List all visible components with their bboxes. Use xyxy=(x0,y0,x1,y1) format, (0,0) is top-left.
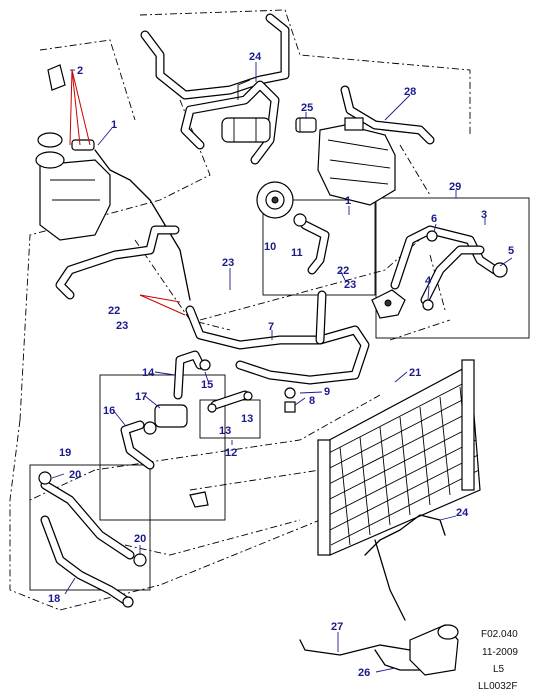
callout-29: 29 xyxy=(449,181,461,193)
water-pump xyxy=(256,181,294,219)
callout-25: 25 xyxy=(301,102,313,114)
tank-vent-hose xyxy=(47,64,191,301)
bleed-screw xyxy=(284,387,296,413)
callout-4: 4 xyxy=(425,275,432,287)
thermostat-housing xyxy=(371,289,406,319)
callout-16: 16 xyxy=(103,405,115,417)
reference-illustration-id: LL0032F xyxy=(478,681,517,692)
callout-19: 19 xyxy=(59,447,71,459)
expansion-tank xyxy=(35,132,111,241)
leader-lines xyxy=(51,62,513,673)
oil-cooler-module xyxy=(317,117,396,206)
callout-6: 6 xyxy=(431,213,437,225)
hose-14 xyxy=(173,350,211,400)
callout-27: 27 xyxy=(331,621,343,633)
valve-housing xyxy=(221,117,271,143)
radiator xyxy=(317,359,481,556)
lower-reservoir xyxy=(299,624,459,676)
callout-28: 28 xyxy=(404,86,416,98)
callout-8: 8 xyxy=(309,395,315,407)
callout-3: 3 xyxy=(481,209,487,221)
box-hose-16-17 xyxy=(99,374,226,521)
reference-level: L5 xyxy=(493,664,505,675)
callout-20-b: 20 xyxy=(134,533,146,545)
upper-rail-hose xyxy=(140,13,290,100)
callout-20-a: 20 xyxy=(69,469,81,481)
callout-22-a: 22 xyxy=(337,265,349,277)
hose-24-upper xyxy=(180,79,280,165)
reference-block: F02.040 11-2009 L5 LL0032F xyxy=(478,629,518,692)
hose-13 xyxy=(207,390,253,413)
clamp-bottom xyxy=(189,491,209,508)
callout-13-a: 13 xyxy=(241,413,253,425)
callout-1: 1 xyxy=(111,119,117,131)
box-bypass-hose-18 xyxy=(29,464,151,591)
reference-code: F02.040 xyxy=(481,629,518,640)
callout-9: 9 xyxy=(324,386,330,398)
callout-22-b: 22 xyxy=(108,305,120,317)
callout-2: 2 xyxy=(77,65,83,77)
hose-kit-29 xyxy=(390,225,508,311)
callout-23-b: 23 xyxy=(344,279,356,291)
callout-11: 11 xyxy=(291,247,303,259)
callout-5: 5 xyxy=(508,245,514,257)
box-hose-kit-29 xyxy=(375,197,530,339)
pipe-24-lower xyxy=(364,514,446,621)
connector-25 xyxy=(295,117,317,133)
callout-10: 10 xyxy=(264,241,276,253)
callout-13-b: 13 xyxy=(219,425,231,437)
callout-numbers: 2 1 24 25 28 29 1 6 3 5 4 10 11 23 22 23… xyxy=(48,51,514,679)
callout-23-a: 23 xyxy=(222,257,234,269)
callout-24-lower: 24 xyxy=(456,507,469,519)
group-boxes xyxy=(29,197,530,591)
callout-18: 18 xyxy=(48,593,60,605)
callout-7: 7 xyxy=(268,321,274,333)
hose-16 xyxy=(120,420,155,470)
lower-left-hose xyxy=(55,225,180,300)
reference-date: 11-2009 xyxy=(482,647,518,658)
callout-24-top: 24 xyxy=(249,51,262,63)
pipe-28 xyxy=(340,85,435,145)
callout-14: 14 xyxy=(142,367,155,379)
callout-26: 26 xyxy=(358,667,370,679)
hose-10 xyxy=(293,213,330,275)
bypass-hose-18 xyxy=(38,471,147,608)
callout-12: 12 xyxy=(225,447,237,459)
callout-15: 15 xyxy=(201,379,213,391)
thermostat-17 xyxy=(143,404,188,435)
callout-21: 21 xyxy=(409,367,421,379)
callout-23-c: 23 xyxy=(116,320,128,332)
callout-17: 17 xyxy=(135,391,147,403)
callout-1b: 1 xyxy=(345,195,351,207)
main-hose-7 xyxy=(185,290,370,385)
